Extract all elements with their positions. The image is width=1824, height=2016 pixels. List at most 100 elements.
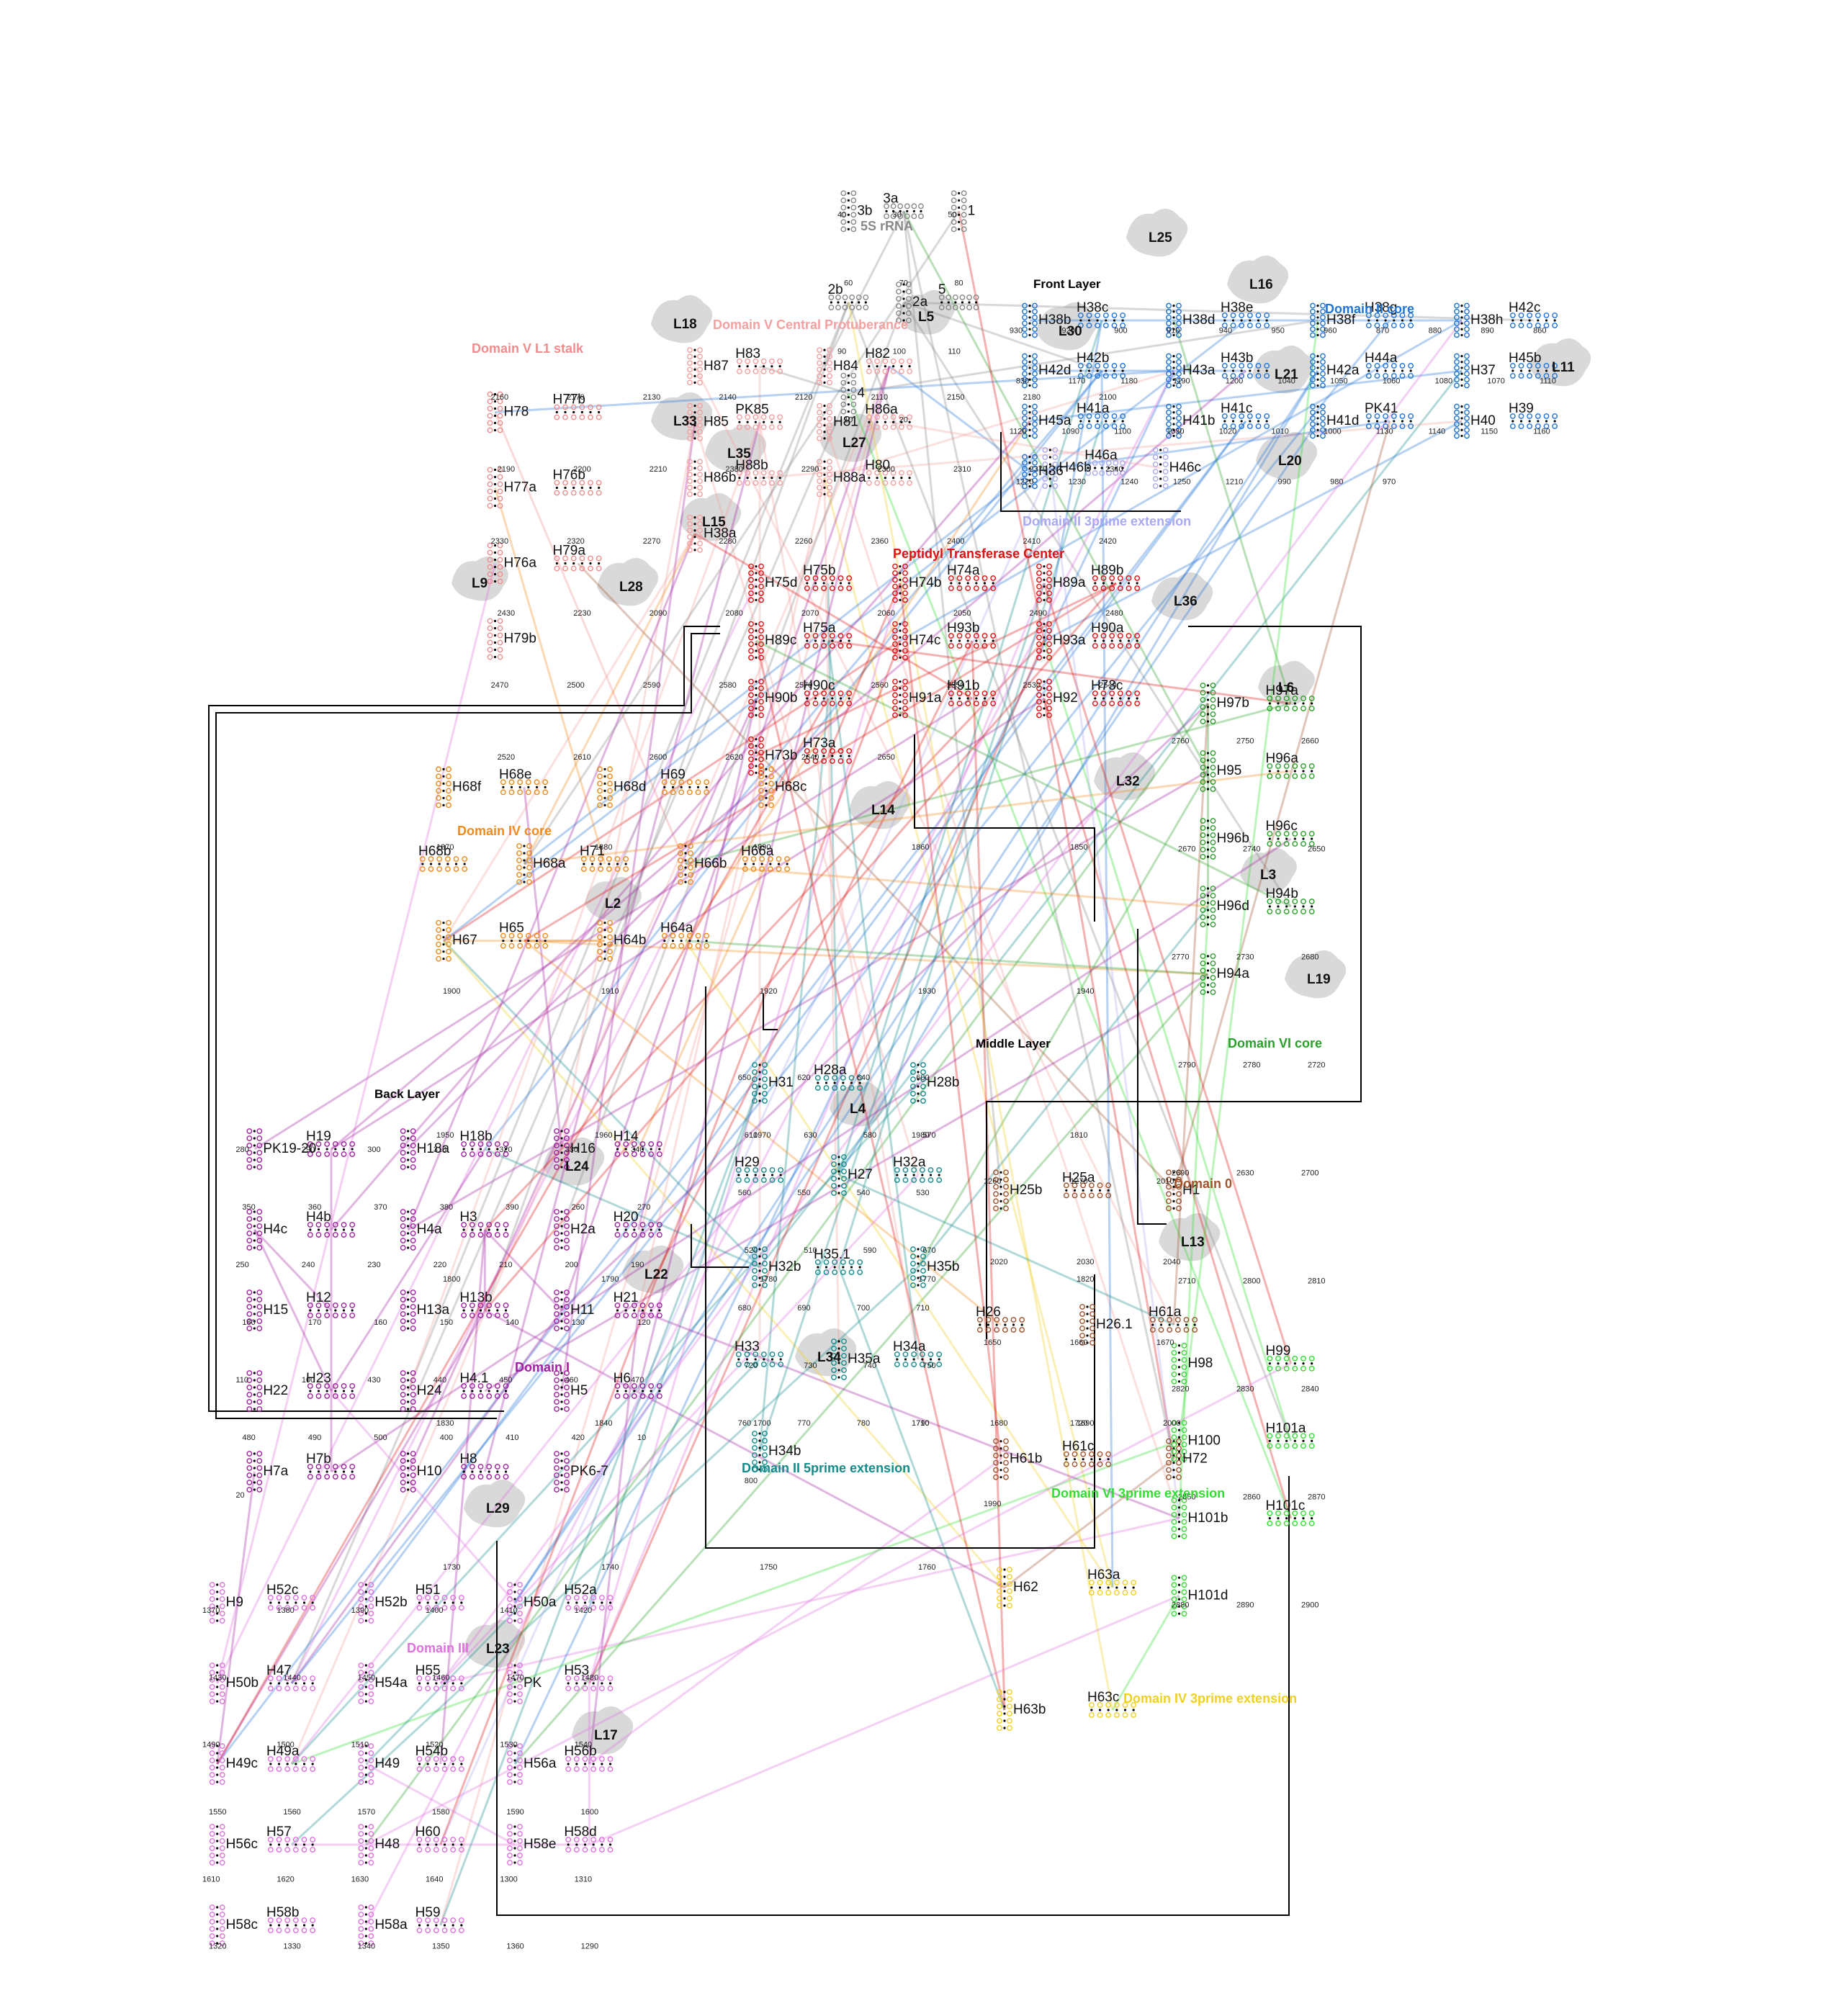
nucleotide — [831, 1367, 837, 1373]
nucleotide — [368, 1824, 374, 1830]
base-pair-dot — [975, 301, 978, 304]
nucleotide — [837, 690, 844, 696]
base-pair-dot — [1285, 770, 1288, 773]
nucleotide — [469, 1222, 475, 1228]
base-pair-dot — [493, 392, 497, 396]
domain-label-dI: Domain I — [515, 1360, 570, 1374]
nucleotide — [1007, 1603, 1012, 1608]
nucleotide — [768, 424, 775, 431]
nucleotide — [1166, 1452, 1172, 1459]
position-number: 870 — [1376, 327, 1389, 336]
base-pair-dot — [479, 1470, 482, 1473]
base-pair-dot — [900, 420, 903, 423]
nucleotide — [209, 1912, 215, 1917]
helix-h31-stem — [752, 1062, 768, 1104]
base-pair-dot — [572, 486, 575, 490]
nucleotide — [368, 1860, 374, 1866]
nucleotide — [219, 1765, 225, 1770]
nucleotide — [368, 1662, 374, 1668]
base-pair-dot — [1113, 319, 1116, 322]
nucleotide — [1105, 470, 1112, 476]
base-pair-dot — [1240, 369, 1243, 372]
base-pair-dot — [407, 1151, 410, 1154]
helix-h54b-stem — [416, 1756, 464, 1772]
base-pair-dot — [1206, 691, 1210, 694]
nucleotide — [697, 422, 703, 428]
nucleotide — [688, 850, 693, 856]
nucleotide — [315, 1313, 322, 1318]
base-pair-dot — [334, 1148, 337, 1151]
position-number: 2630 — [1236, 1169, 1254, 1178]
nucleotide — [1239, 323, 1245, 328]
base-pair-dot — [572, 410, 575, 414]
nucleotide — [1210, 960, 1216, 966]
helix-label: H6 — [614, 1371, 631, 1386]
base-pair-dot — [847, 410, 850, 413]
nucleotide — [687, 485, 693, 491]
base-pair-dot — [575, 1601, 578, 1604]
helix-h75d-stem — [748, 563, 764, 603]
base-pair-dot — [958, 199, 961, 202]
nucleotide — [582, 1686, 588, 1691]
base-pair-dot — [253, 1298, 256, 1301]
nucleotide — [358, 1933, 364, 1939]
nucleotide — [441, 1766, 448, 1772]
protein-label-l33: L33 — [673, 414, 697, 429]
base-pair-dot — [658, 1148, 661, 1151]
position-number: 690 — [797, 1304, 810, 1313]
nucleotide — [554, 1451, 560, 1457]
base-pair-dot — [496, 1148, 499, 1151]
base-pair-dot — [999, 1476, 1002, 1479]
nucleotide — [526, 872, 532, 878]
nucleotide — [1181, 1575, 1187, 1581]
nucleotide — [1022, 320, 1028, 326]
base-pair-dot — [407, 1488, 410, 1491]
nucleotide — [648, 1383, 655, 1389]
nucleotide — [981, 575, 988, 581]
nucleotide — [670, 789, 676, 796]
nucleotide — [400, 1150, 406, 1156]
base-pair-dot — [523, 859, 526, 862]
position-number: 2370 — [1030, 465, 1047, 474]
nucleotide — [554, 1318, 560, 1324]
nucleotide — [607, 795, 613, 801]
helix-h81-stem — [817, 402, 832, 441]
helix-label: H75b — [803, 563, 835, 578]
nucleotide — [850, 190, 857, 197]
nucleotide — [368, 1853, 374, 1858]
nucleotide — [823, 1075, 830, 1081]
position-number: 1700 — [753, 1419, 771, 1428]
position-number: 910 — [1167, 327, 1180, 336]
nucleotide — [1019, 1317, 1025, 1323]
helix-label: H29 — [734, 1155, 760, 1170]
base-pair-dot — [1043, 629, 1046, 632]
nucleotide — [1181, 1456, 1187, 1462]
base-pair-dot — [658, 1228, 661, 1231]
nucleotide — [1022, 332, 1028, 338]
nucleotide — [219, 1912, 225, 1917]
layer-label-front: Front Layer — [1033, 277, 1101, 291]
nucleotide — [446, 795, 451, 801]
nucleotide — [1010, 1327, 1017, 1333]
base-pair-dot — [1293, 1362, 1296, 1365]
base-pair-dot — [899, 623, 902, 626]
base-pair-dot — [758, 1078, 761, 1081]
nucleotide — [1509, 423, 1516, 429]
base-pair-dot — [1172, 423, 1175, 426]
nucleotide — [1046, 590, 1052, 596]
base-pair-dot — [286, 1843, 289, 1846]
nucleotide — [1022, 421, 1028, 427]
nucleotide — [219, 1838, 225, 1844]
nucleotide — [400, 1311, 406, 1317]
base-pair-dot — [1206, 901, 1210, 904]
nucleotide — [769, 1177, 776, 1183]
nucleotide — [564, 1290, 570, 1295]
position-number: 2660 — [1301, 737, 1318, 746]
nucleotide — [400, 1157, 406, 1163]
nucleotide — [588, 565, 593, 572]
helix-label: H46a — [1084, 448, 1118, 463]
nucleotide — [267, 1847, 274, 1853]
nucleotide — [425, 1766, 431, 1772]
base-pair-dot — [364, 1832, 367, 1835]
nucleotide — [758, 763, 764, 769]
